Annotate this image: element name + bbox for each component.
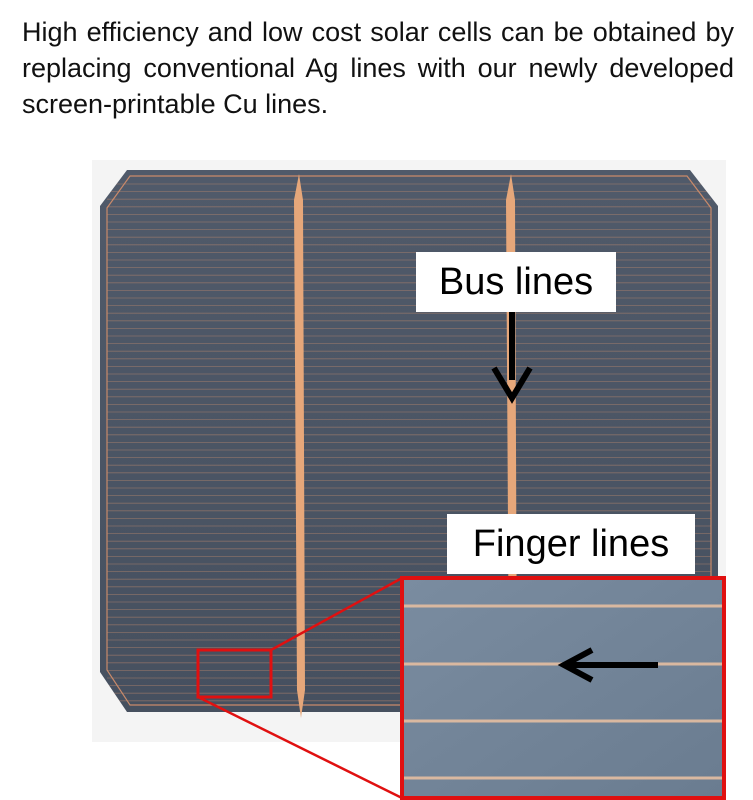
zoom-connector-bottom [197, 695, 403, 800]
bus-line-left [294, 174, 305, 718]
bus-arrow [491, 312, 533, 404]
highlight-box [196, 648, 273, 699]
caption-text: High efficiency and low cost solar cells… [22, 17, 734, 119]
zoom-inset-border [400, 576, 726, 800]
zoom-connector-top [270, 576, 403, 652]
finger-lines-label: Finger lines [447, 514, 695, 574]
finger-arrow [557, 647, 658, 683]
zoom-inset [402, 578, 724, 798]
bus-lines-label: Bus lines [416, 252, 616, 312]
